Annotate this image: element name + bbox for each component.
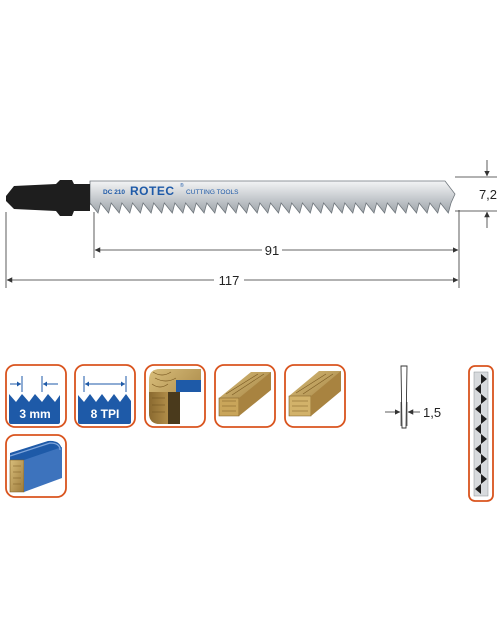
working-length-value: 91	[265, 243, 279, 258]
blade-body	[89, 180, 456, 214]
blade-thickness-diagram: 1,5	[385, 365, 441, 429]
tooth-profile-icon	[473, 371, 489, 497]
wood-plank-tile	[214, 364, 276, 428]
jigsaw-blade: DC 210 ROTEC ® CUTTING TOOLS	[6, 180, 456, 216]
dimension-working-length: 91	[93, 210, 460, 258]
dimension-width: 7,2	[455, 160, 497, 228]
tooth-spacing-icon	[9, 376, 60, 424]
wood-joint-icon	[149, 369, 201, 424]
tpi-label: 8 TPI	[91, 407, 120, 421]
tooth-spacing-label: 3 mm	[19, 407, 50, 421]
total-length-value: 117	[219, 273, 240, 288]
laminate-board-tile	[5, 434, 67, 498]
blade-model: DC 210	[103, 189, 125, 196]
wood-beam-icon	[288, 371, 341, 417]
tooth-spacing-tile: 3 mm	[5, 364, 67, 428]
blade-brand: ROTEC	[130, 184, 175, 198]
width-value: 7,2	[479, 187, 497, 202]
tpi-icon	[78, 376, 131, 424]
laminate-board-icon	[9, 440, 62, 493]
wood-beam-tile	[284, 364, 346, 428]
blade-thickness-icon	[400, 365, 408, 429]
wood-joint-tile	[144, 364, 206, 428]
blade-shank	[6, 180, 90, 216]
tpi-tile: 8 TPI	[74, 364, 136, 428]
dimension-total-length: 117	[5, 212, 460, 288]
tooth-profile-tile	[468, 365, 494, 502]
thickness-value: 1,5	[423, 405, 441, 420]
registered-mark: ®	[180, 182, 184, 189]
wood-plank-icon	[218, 372, 271, 417]
blade-tagline: CUTTING TOOLS	[186, 189, 239, 196]
